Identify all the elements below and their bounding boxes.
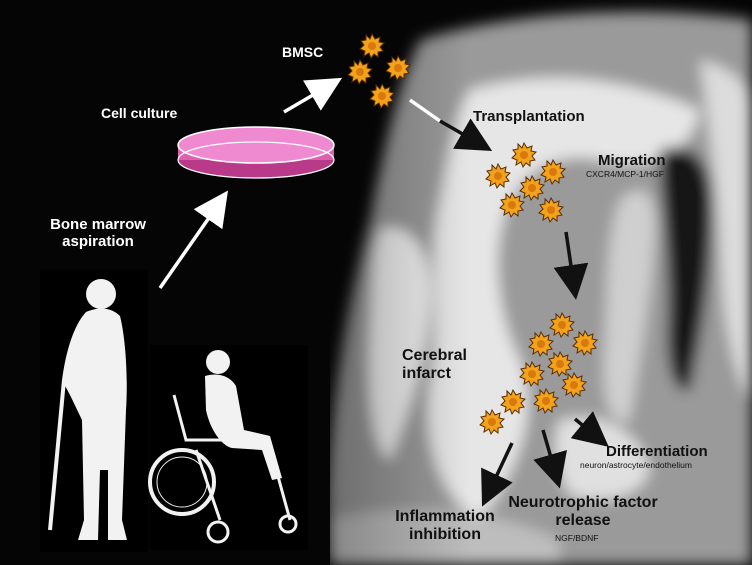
inflammation-inhibition-label: Inflammation inhibition	[381, 508, 509, 545]
arrow-bmsc-to-transplant	[408, 98, 442, 123]
transplantation-label: Transplantation	[473, 108, 585, 125]
wheelchair-person-icon	[148, 345, 308, 550]
arrow-culture-to-bmsc	[283, 77, 343, 114]
neurotrophic-factor-label: Neurotrophic factor release	[498, 494, 668, 531]
neurotrophic-sub-label: NGF/BDNF	[555, 533, 599, 543]
neurotrophic-line2: release	[555, 512, 611, 530]
arrow-migration	[553, 231, 589, 300]
migration-title: Migration	[598, 152, 666, 169]
arrow-aspiration-to-culture	[158, 190, 229, 290]
migration-sub-label: CXCR4/MCP-1/HGF	[586, 169, 664, 179]
differentiation-label: Differentiation	[606, 443, 708, 460]
inflammation-line1: Inflammation	[395, 508, 495, 525]
standing-person-with-cane-icon	[40, 270, 148, 552]
arrow-transplantation	[439, 118, 493, 151]
cerebral-infarct-line1: Cerebral	[402, 347, 467, 364]
cerebral-infarct-label: Cerebral infarct	[402, 347, 467, 384]
bone-marrow-aspiration-line2: aspiration	[62, 233, 134, 251]
petri-dish-icon	[177, 126, 335, 179]
arrow-differentiation	[570, 411, 609, 447]
arrow-neurotrophic	[533, 429, 567, 489]
migration-label: Migration	[598, 152, 666, 169]
cell-culture-label: Cell culture	[101, 105, 178, 121]
bone-marrow-aspiration-line1: Bone marrow	[50, 216, 146, 233]
cerebral-infarct-line2: infarct	[402, 365, 451, 383]
inflammation-line2: inhibition	[409, 526, 481, 544]
bmsc-label: BMSC	[282, 44, 324, 60]
bone-marrow-aspiration-label: Bone marrow aspiration	[28, 216, 168, 251]
differentiation-sub-label: neuron/astrocyte/endothelium	[580, 460, 692, 470]
neurotrophic-line1: Neurotrophic factor	[508, 494, 658, 511]
arrow-inflammation	[481, 442, 514, 507]
